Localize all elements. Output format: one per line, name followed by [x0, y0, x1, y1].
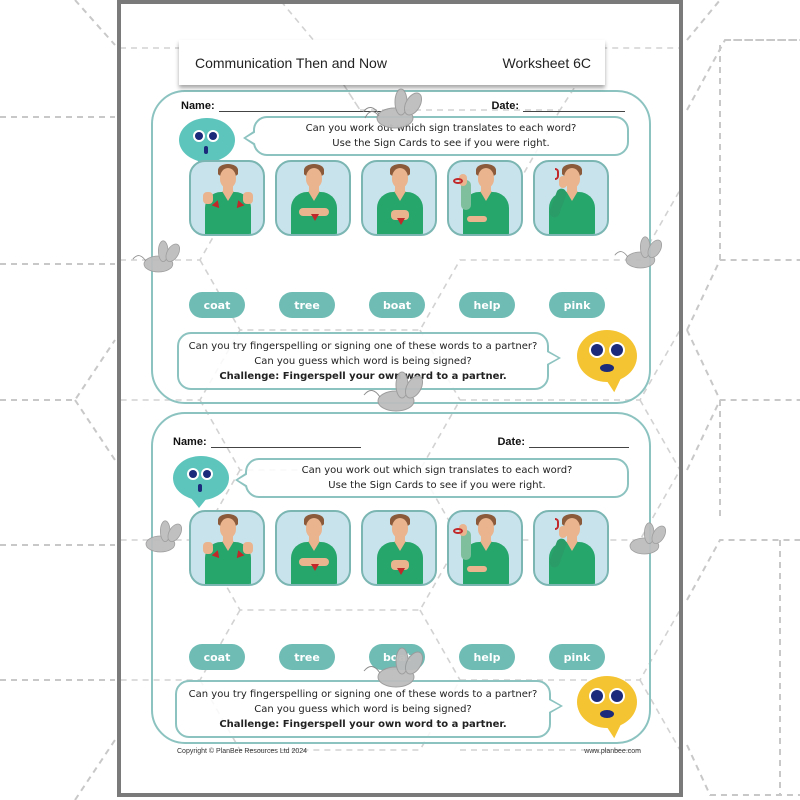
fly-watermark-icon [363, 647, 424, 688]
sign-cards-row [189, 160, 609, 236]
sign-card-coat [189, 510, 265, 586]
challenge-line-2: Can you guess which word is being signed… [254, 355, 472, 367]
challenge-speech-bubble: Can you try fingerspelling or signing on… [175, 680, 563, 738]
instruction-line-1: Can you work out which sign translates t… [301, 465, 573, 476]
word-pills-row: coat tree boat help pink [189, 292, 605, 318]
sign-cards-row [189, 510, 609, 586]
date-label: Date: [491, 100, 519, 112]
worksheet-title: Communication Then and Now [195, 54, 387, 71]
yellow-speech-character-icon [577, 676, 637, 728]
fly-watermark-icon [363, 371, 424, 412]
copyright-text: Copyright © PlanBee Resources Ltd 2024 [177, 748, 308, 755]
website-link[interactable]: www.planbee.com [584, 748, 641, 755]
sign-card-boat [361, 160, 437, 236]
word-pill-coat[interactable]: coat [189, 644, 245, 670]
name-field[interactable]: Name: [173, 436, 361, 448]
word-pill-boat[interactable]: boat [369, 292, 425, 318]
word-pill-help[interactable]: help [459, 292, 515, 318]
instruction-line-2: Use the Sign Cards to see if you were ri… [332, 138, 550, 149]
date-line[interactable] [529, 438, 629, 448]
name-field[interactable]: Name: [181, 100, 381, 112]
challenge-line-3: Challenge: Fingerspell your own word to … [219, 370, 507, 382]
page-footer: Copyright © PlanBee Resources Ltd 2024 w… [177, 748, 641, 755]
name-line[interactable] [210, 438, 361, 448]
word-pill-pink[interactable]: pink [549, 292, 605, 318]
fly-watermark-icon [629, 522, 667, 555]
challenge-line-1: Can you try fingerspelling or signing on… [188, 688, 538, 700]
name-date-row: Name: Date: [181, 100, 625, 112]
name-line[interactable] [218, 102, 381, 112]
sign-card-coat [189, 160, 265, 236]
fly-watermark-icon [614, 236, 663, 269]
challenge-line-3: Challenge: Fingerspell your own word to … [219, 718, 507, 730]
worksheet-number: Worksheet 6C [502, 54, 591, 71]
challenge-speech-bubble: Can you try fingerspelling or signing on… [177, 332, 561, 390]
worksheet-panel-top: Name: Date: Can you work out which sign … [151, 90, 651, 404]
name-label: Name: [181, 100, 215, 112]
date-field[interactable]: Date: [497, 436, 629, 448]
worksheet-panel-bottom: Name: Date: Can you work out which sign … [151, 412, 651, 744]
word-pill-pink[interactable]: pink [549, 644, 605, 670]
fly-watermark-icon [362, 88, 423, 129]
sign-card-pink [533, 160, 609, 236]
fly-watermark-icon [132, 240, 181, 273]
date-line[interactable] [523, 102, 625, 112]
fly-watermark-icon [145, 520, 183, 553]
instruction-line-2: Use the Sign Cards to see if you were ri… [328, 480, 546, 491]
word-pill-tree[interactable]: tree [279, 292, 335, 318]
word-pill-coat[interactable]: coat [189, 292, 245, 318]
date-label: Date: [497, 436, 525, 448]
teal-speech-character-icon [173, 456, 229, 508]
word-pill-help[interactable]: help [459, 644, 515, 670]
date-field[interactable]: Date: [491, 100, 625, 112]
sign-card-tree [275, 510, 351, 586]
name-date-row: Name: Date: [173, 436, 629, 448]
sign-card-pink [533, 510, 609, 586]
yellow-speech-character-icon [577, 330, 637, 382]
challenge-line-2: Can you guess which word is being signed… [254, 703, 472, 715]
instruction-speech-bubble: Can you work out which sign translates t… [243, 116, 629, 156]
sign-card-boat [361, 510, 437, 586]
challenge-line-1: Can you try fingerspelling or signing on… [188, 340, 538, 352]
sign-card-tree [275, 160, 351, 236]
instruction-line-1: Can you work out which sign translates t… [305, 123, 577, 134]
worksheet-header: Communication Then and Now Worksheet 6C [179, 40, 605, 85]
name-label: Name: [173, 436, 207, 448]
word-pill-tree[interactable]: tree [279, 644, 335, 670]
sign-card-help [447, 160, 523, 236]
sign-card-help [447, 510, 523, 586]
teal-speech-character-icon [179, 118, 235, 170]
instruction-speech-bubble: Can you work out which sign translates t… [235, 458, 629, 498]
